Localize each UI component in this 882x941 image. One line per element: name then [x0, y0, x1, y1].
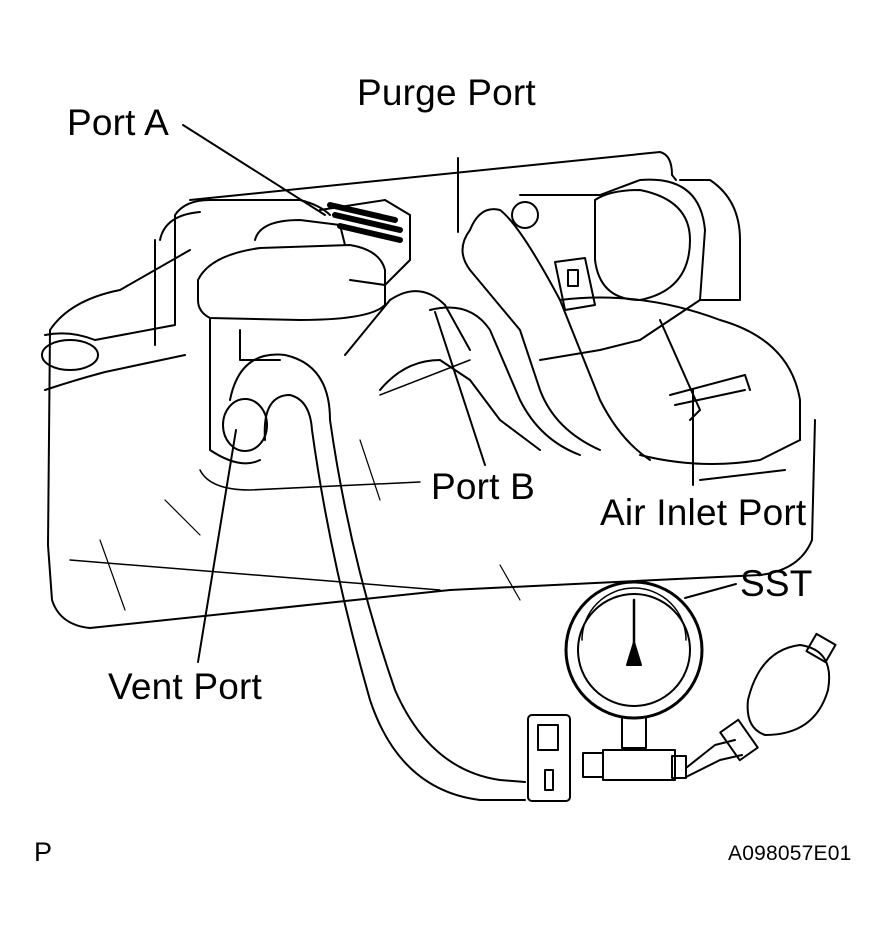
leader-port-b	[434, 311, 486, 466]
charcoal-canister	[47, 151, 816, 629]
valve-body	[197, 199, 411, 465]
purge-port-label: Purge Port	[357, 72, 536, 113]
vent-port-label: Vent Port	[108, 666, 263, 707]
callout-lines	[182, 124, 737, 663]
sst-label: SST	[740, 563, 813, 604]
air-inlet-port-label: Air Inlet Port	[600, 492, 807, 533]
left-bracket-hose	[41, 199, 331, 391]
hand	[344, 208, 801, 481]
leader-sst	[684, 583, 737, 599]
port-b-label: Port B	[431, 466, 536, 507]
leader-port-a	[182, 124, 326, 216]
port-a-label: Port A	[67, 102, 169, 143]
leader-vent-port	[197, 429, 237, 663]
figure-code: A098057E01	[728, 842, 852, 865]
vent-hose	[222, 353, 526, 801]
hand-pump	[685, 632, 837, 778]
pressure-gauge	[564, 580, 704, 749]
purge-valve-block	[511, 178, 751, 421]
tee-fitting	[527, 714, 687, 802]
page-letter: P	[34, 837, 53, 867]
